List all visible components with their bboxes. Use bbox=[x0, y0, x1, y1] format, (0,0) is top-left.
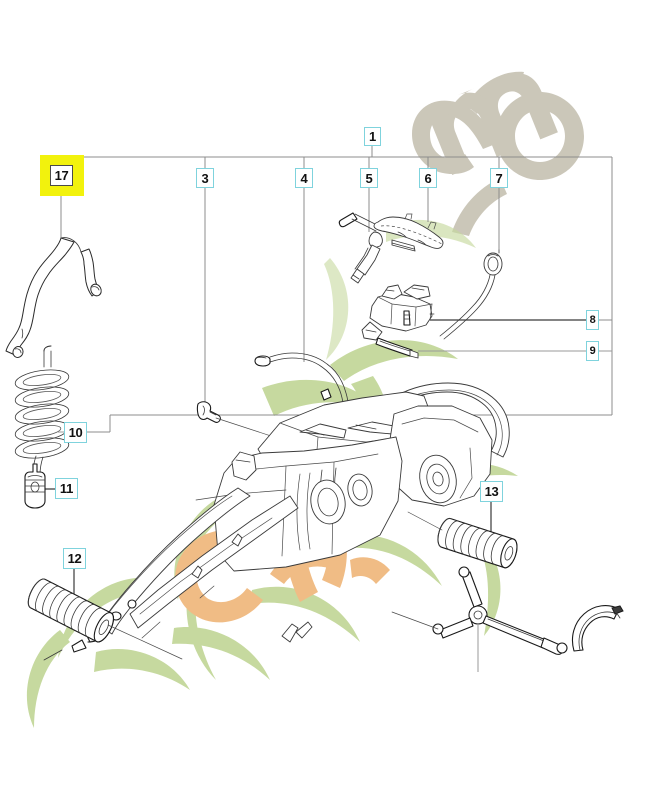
callout-12[interactable]: 12 bbox=[63, 548, 86, 569]
callout-6[interactable]: 6 bbox=[419, 168, 437, 188]
callout-8-label: 8 bbox=[589, 313, 596, 326]
callout-1-label: 1 bbox=[369, 129, 376, 144]
callout-10[interactable]: 10 bbox=[64, 422, 87, 443]
callout-9-label: 9 bbox=[589, 344, 596, 357]
callout-13[interactable]: 13 bbox=[480, 481, 503, 502]
callout-17-label: 17 bbox=[54, 168, 69, 183]
chain-brake-assembly bbox=[391, 566, 624, 672]
callout-4[interactable]: 4 bbox=[295, 168, 313, 188]
callout-3-label: 3 bbox=[201, 170, 209, 186]
part-8-9-carb-bracket bbox=[361, 284, 435, 359]
callout-9[interactable]: 9 bbox=[586, 341, 599, 361]
callout-12-label: 12 bbox=[67, 551, 82, 566]
callout-5-label: 5 bbox=[365, 170, 373, 186]
part-7-grommet bbox=[439, 249, 503, 340]
callout-10-label: 10 bbox=[68, 425, 83, 440]
callout-6-label: 6 bbox=[424, 170, 432, 186]
callout-7[interactable]: 7 bbox=[490, 168, 508, 188]
watermark-tld bbox=[412, 71, 584, 236]
callout-4-label: 4 bbox=[300, 170, 308, 186]
part-1-tank-handle-assembly bbox=[43, 382, 510, 661]
part-12-av-spring bbox=[27, 578, 183, 660]
callout-11-label: 11 bbox=[59, 481, 74, 496]
callout-5[interactable]: 5 bbox=[360, 168, 378, 188]
callout-11[interactable]: 11 bbox=[55, 478, 78, 499]
part-5-6-throttle-linkage bbox=[338, 212, 444, 284]
callout-7-label: 7 bbox=[495, 170, 503, 186]
callout-13-label: 13 bbox=[484, 484, 499, 499]
part-13-av-spring bbox=[407, 511, 518, 569]
callout-17[interactable]: 17 bbox=[50, 165, 73, 186]
callout-1[interactable]: 1 bbox=[364, 127, 381, 146]
callout-8[interactable]: 8 bbox=[586, 310, 599, 330]
part-11-fuel-filter bbox=[24, 463, 46, 509]
callout-3[interactable]: 3 bbox=[196, 168, 214, 188]
part-17-hose bbox=[5, 237, 102, 358]
part-10-coiled-hose bbox=[14, 345, 70, 494]
